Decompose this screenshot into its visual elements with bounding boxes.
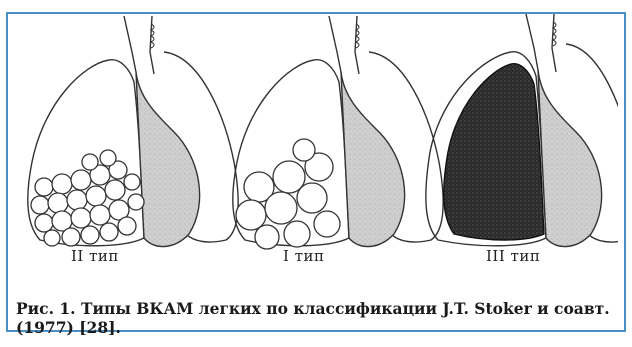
cysts	[31, 150, 144, 246]
panel-type-3	[426, 14, 618, 247]
heart	[341, 72, 405, 247]
trachea	[124, 16, 154, 74]
heart	[136, 72, 200, 247]
cysts	[236, 139, 340, 249]
label-type-1: I тип	[283, 247, 325, 265]
heart	[538, 70, 602, 247]
trachea	[329, 16, 359, 74]
panel-type-1	[233, 16, 443, 249]
figure-caption: Рис. 1. Типы ВКАМ легких по классификаци…	[16, 299, 616, 337]
label-type-3: III тип	[486, 247, 540, 265]
diseased-lung	[444, 64, 544, 240]
panel-type-2	[28, 16, 238, 247]
label-type-2: II тип	[71, 247, 119, 265]
